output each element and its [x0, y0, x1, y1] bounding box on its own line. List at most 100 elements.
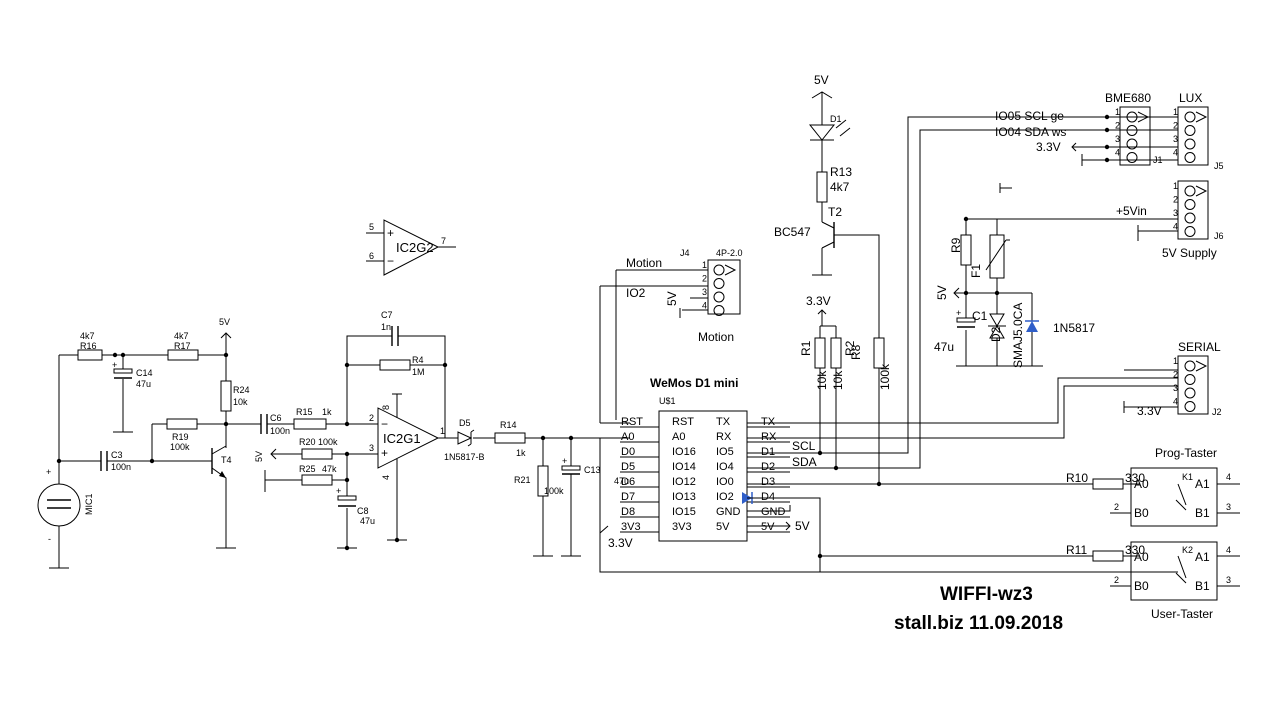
bme680-connector: [1119, 106, 1151, 166]
t2-value: BC547: [774, 225, 811, 239]
connector-pin-number: 2: [1173, 195, 1178, 205]
ic2g2-opamp: [383, 219, 440, 276]
scl-label: SCL: [792, 439, 816, 453]
motion-5v-label: 5V: [665, 291, 679, 306]
pullups: 3.3V R1 R2 10k 10k: [799, 294, 857, 468]
ic2g1-opamp: [377, 407, 440, 469]
mcu-pin-outer-right: GND: [761, 506, 786, 518]
serial-name: SERIAL: [1178, 340, 1221, 354]
mcu-pin-inner-right: TX: [716, 416, 731, 428]
svg-text:+: +: [336, 486, 341, 496]
op-vcc-pin: 8: [381, 405, 391, 410]
k2-pin3: 3: [1226, 575, 1231, 585]
mcu-pin-inner-left: IO14: [672, 461, 696, 473]
schottky-value: 1N5817: [1053, 321, 1095, 335]
svg-text:+: +: [112, 360, 117, 370]
mcu-pin-inner-right: IO4: [716, 461, 734, 473]
mcu-pin-inner-right: IO0: [716, 476, 734, 488]
c14-ref: C14: [136, 368, 153, 378]
g2-minus-pin: 6: [369, 251, 374, 261]
k1-switch: [1130, 467, 1218, 527]
r25-resistor: [301, 474, 333, 486]
v5-right: 5V: [795, 519, 810, 533]
k1-pin4: 4: [1226, 472, 1231, 482]
k1-a1: A1: [1195, 477, 1210, 491]
r4-ref: R4: [412, 355, 424, 365]
mcu-pin-outer-left: D5: [621, 461, 635, 473]
connector-pin-number: 4: [702, 301, 707, 311]
c8-ref: C8: [357, 506, 369, 516]
connector-pin-number: 2: [1115, 121, 1120, 131]
svg-text:+: +: [387, 226, 394, 240]
mcu-pin-outer-left: 3V3: [621, 521, 641, 533]
r15-ref: R15: [296, 407, 313, 417]
rectifier-section: D5 1N5817-B R14 1k R21 100k + C13: [438, 418, 630, 557]
connector-pin-number: 3: [1173, 383, 1178, 393]
mcu-pin-outer-left: D6: [621, 476, 635, 488]
r17-value: 4k7: [174, 331, 189, 341]
c6-value: 100n: [270, 426, 290, 436]
mcu-pin-inner-right: GND: [716, 506, 741, 518]
d1-ref: D1: [830, 114, 842, 124]
r13-value: 4k7: [830, 180, 850, 194]
serial-v33-label: 3.3V: [1137, 404, 1162, 418]
io2-net-label: IO2: [626, 286, 646, 300]
mcu-pin-inner-right: 5V: [716, 521, 730, 533]
r8-resistor: [873, 337, 885, 369]
r4-value: 1M: [412, 367, 425, 377]
r16-ref: R16: [80, 341, 97, 351]
mcu-ref: U$1: [659, 396, 676, 406]
r16-resistor: [77, 349, 103, 361]
r10-resistor: [1092, 478, 1124, 490]
svg-text:+: +: [956, 308, 961, 318]
op-out-pin: 1: [440, 426, 445, 436]
k1-pin3: 3: [1226, 502, 1231, 512]
c3-ref: C3: [111, 450, 123, 460]
c8-value: 47u: [360, 516, 375, 526]
motion-name: Motion: [698, 330, 734, 344]
r21-ref: R21: [514, 475, 531, 485]
r25-ref: R25: [299, 464, 316, 474]
t4-ref: T4: [221, 455, 232, 465]
k2-a1: A1: [1195, 550, 1210, 564]
r21-resistor: [537, 465, 549, 497]
mcu-pin-outer-right: D3: [761, 476, 775, 488]
r24-ref: R24: [233, 385, 250, 395]
mcu-pin-inner-right: IO2: [716, 491, 734, 503]
g2-out-pin: 7: [441, 236, 446, 246]
c1-ref: C1: [972, 309, 988, 323]
d2-ref: D2: [989, 326, 1003, 342]
connector-pin-number: 3: [702, 287, 707, 297]
r15-resistor: [293, 418, 327, 430]
connector-pin-number: 4: [1173, 397, 1178, 407]
r11-value: 330: [1125, 543, 1145, 557]
lux-ref: J5: [1214, 161, 1224, 171]
mcu-pin-inner-left: 3V3: [672, 521, 692, 533]
t2-ref: T2: [828, 205, 842, 219]
op-plus-pin: 3: [369, 443, 374, 453]
mic1-ref: MIC1: [84, 493, 94, 515]
ic2g2-ref: IC2G2: [396, 240, 434, 255]
k2-ref: K2: [1182, 545, 1193, 555]
k1-ref: K1: [1182, 472, 1193, 482]
title-block: WIFFI-wz3 stall.biz 11.09.2018: [894, 584, 1063, 634]
mcu-pin-outer-left: A0: [621, 431, 634, 443]
r20-supply-label: 5V: [254, 451, 264, 462]
r13-resistor: [816, 171, 828, 203]
bme680-name: BME680: [1105, 91, 1151, 105]
switches: Prog-Taster K1 A0 A1 B0 B1 4 3 2 K2 A0 A…: [1110, 446, 1240, 621]
c6-ref: C6: [270, 413, 282, 423]
mcu-pin-outer-right: TX: [761, 416, 776, 428]
sda-label: SDA: [792, 455, 817, 469]
r24-resistor: [220, 380, 232, 412]
connector-pin-number: 4: [1115, 148, 1120, 158]
c3-value: 100n: [111, 462, 131, 472]
motion-part: 4P-2.0: [716, 248, 743, 258]
supply-connector: [1177, 180, 1209, 240]
vin-label: +5Vin: [1116, 204, 1147, 218]
f1-ref: F1: [969, 264, 983, 278]
svg-text:+: +: [562, 456, 567, 466]
mcu-pin-outer-right: 5V: [761, 521, 775, 533]
svg-text:+: +: [46, 467, 51, 477]
k2-b1: B1: [1195, 579, 1210, 593]
